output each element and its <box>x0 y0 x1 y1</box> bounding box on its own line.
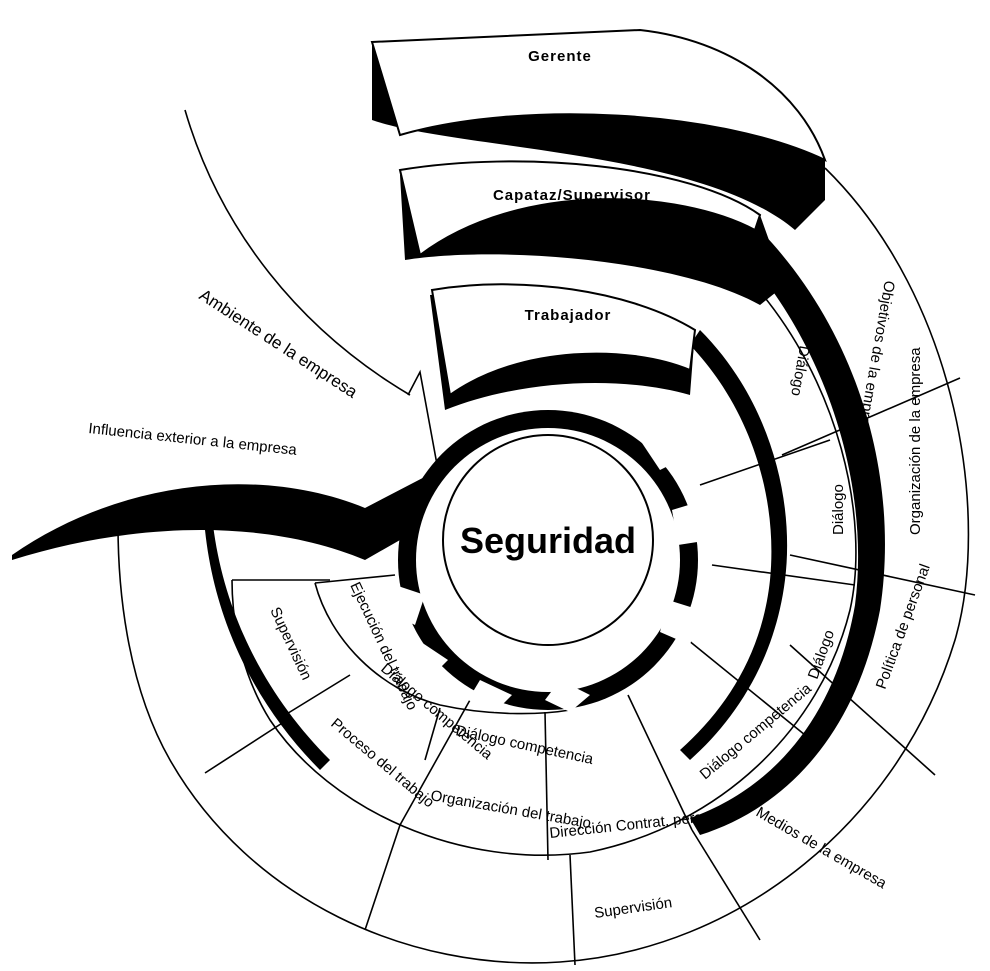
supervision-left-label: Supervisión <box>266 605 315 683</box>
gear-arrow-icon <box>405 640 448 678</box>
divider <box>627 694 693 831</box>
gear-arrow-icon <box>640 420 690 470</box>
level-gerente-face <box>370 28 827 162</box>
level-gerente-label: Gerente <box>528 48 592 65</box>
divider <box>399 699 471 826</box>
inner-ring <box>314 574 571 715</box>
divider <box>781 377 961 456</box>
company-means-text: Medios de la empresa <box>753 804 890 893</box>
divider <box>364 824 401 931</box>
inner-ring-arc <box>314 582 571 715</box>
gear-arrow-icon <box>388 585 425 625</box>
level-trabajador-label: Trabajador <box>525 307 612 324</box>
middle-ring-arc <box>231 279 857 856</box>
work-process-label: Proceso del trabajo <box>327 715 437 811</box>
environment-arrow-outline <box>407 369 439 471</box>
influence-arrow <box>12 470 438 560</box>
dialog-3-label: Diálogo <box>805 628 838 682</box>
divider <box>314 574 396 584</box>
center-gear <box>388 410 710 712</box>
divider <box>691 829 761 941</box>
gear-arrow-icon <box>545 680 590 712</box>
environment-label: Ambiente de la empresa <box>196 285 361 402</box>
organization-text: Organización de la empresa <box>907 347 924 535</box>
level-trabajador-face <box>430 283 697 397</box>
company-means-label: Medios de la empresa <box>753 804 890 893</box>
spiral-band-middle <box>680 330 788 760</box>
level-capataz-face <box>398 160 762 257</box>
objectives-label: Objetivos de la empresa <box>853 279 898 442</box>
center-circle <box>442 434 654 646</box>
divider <box>544 711 549 861</box>
level-capataz-label: Capataz/Supervisor <box>493 187 651 204</box>
level-trabajador <box>430 283 697 410</box>
divider <box>789 644 936 776</box>
gear-arrow-icon <box>468 680 512 712</box>
level-capataz <box>398 160 785 305</box>
gear-arrow-icon <box>660 600 700 645</box>
divider <box>424 707 441 761</box>
divider <box>569 854 576 966</box>
work-process-text: Proceso del trabajo <box>327 715 437 811</box>
environment-arc <box>184 109 411 396</box>
center-label: Seguridad <box>460 520 636 561</box>
organization-label: Organización de la empresa <box>907 347 924 535</box>
divider <box>204 717 291 774</box>
level-gerente <box>370 28 827 230</box>
gear-arrow-icon <box>672 500 710 545</box>
level-gerente-shadow <box>372 42 825 230</box>
work-organization-text: Organización del trabajo <box>429 787 592 832</box>
objectives-text: Objetivos de la empresa <box>853 279 898 442</box>
outer-ring-arc <box>117 167 970 964</box>
spiral-band-outer <box>690 225 885 835</box>
work-organization-label: Organización del trabajo <box>429 787 592 832</box>
supervision-bottom-label: Supervisión <box>593 894 673 922</box>
dialog-1-label: Diálogo <box>787 344 813 397</box>
dialog-2-label: Diálogo <box>830 484 847 535</box>
influence-label: Influencia exterior a la empresa <box>88 420 299 459</box>
divider <box>284 674 351 716</box>
